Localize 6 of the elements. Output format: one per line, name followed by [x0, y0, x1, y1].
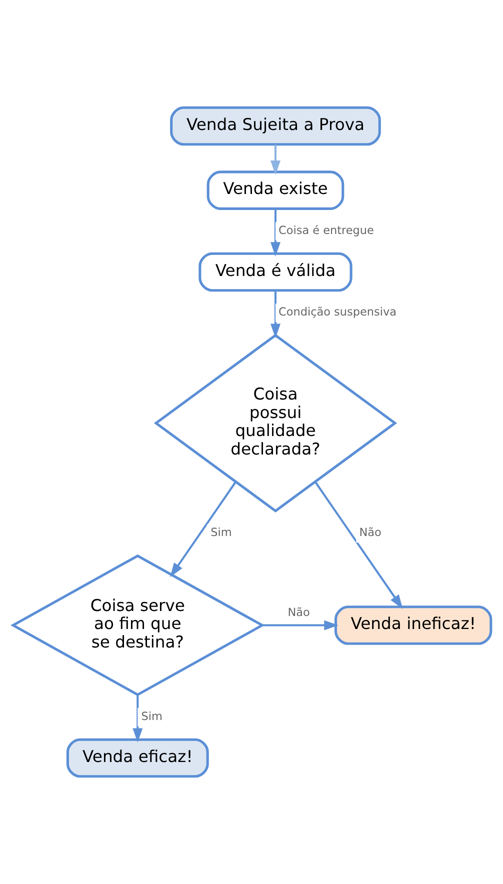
edge-label: Sim [210, 526, 232, 540]
edge-label: Coisa é entregue [278, 224, 374, 238]
edge-label: Não [287, 606, 310, 619]
edge-label: Condição suspensiva [278, 306, 396, 319]
edge-label: Sim [140, 710, 162, 724]
edge-label: Não [358, 526, 381, 540]
